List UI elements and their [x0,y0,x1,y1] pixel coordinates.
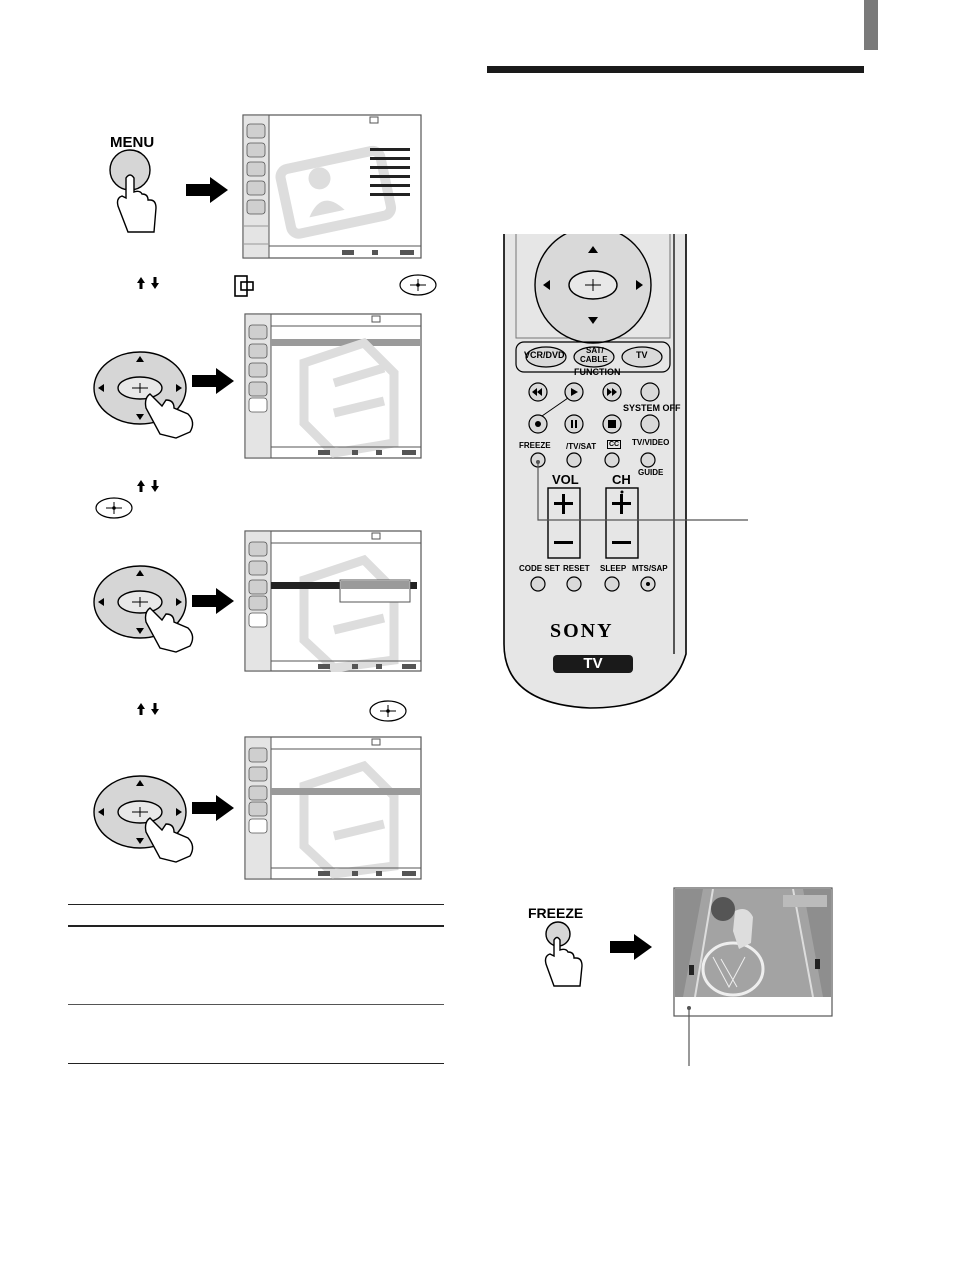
section-tab-marker [864,0,878,50]
tv-menu-screen-setup [244,313,422,459]
enter-icon [369,700,407,722]
arrow-right-icon [610,934,652,960]
tv-video-label: TV/VIDEO [632,438,670,447]
sleep-label: SLEEP [600,564,627,573]
section-heading-rule [487,66,864,73]
joystick-press-illustration [93,565,194,653]
code-set-label: CODE SET [519,564,560,573]
function-label: FUNCTION [574,367,621,377]
tv-menu-screen-freeze-option [244,530,422,672]
up-down-arrows-icon [137,480,159,492]
sat-cable-label-line1: SAT/ [586,346,604,355]
freeze-button-label: FREEZE [528,905,584,921]
tv-badge: TV [553,655,633,673]
vol-label: VOL [552,472,579,487]
arrow-right-icon [192,795,234,821]
menu-press-illustration [109,149,157,233]
mts-sap-label: MTS/SAP [632,564,668,573]
up-down-arrows-icon [137,703,159,715]
joystick-press-illustration [93,775,194,863]
table-top-rule [68,904,444,905]
up-down-arrows-icon [137,277,159,289]
remote-vol-ch-rockers [547,487,639,559]
arrow-right-icon [186,177,228,203]
guide-label: GUIDE [638,468,664,477]
remote-source-buttons [515,341,671,373]
tv-menu-screen-picture [242,114,422,259]
system-off-label: SYSTEM OFF [623,403,681,413]
arrow-right-icon [192,368,234,394]
sat-cable-label-line2: CABLE [580,355,608,364]
menu-button-label: MENU [110,134,155,151]
vcr-dvd-button-label: VCR/DVD [524,350,565,360]
tv-source-button-label: TV [636,350,648,360]
table-header-rule [68,925,444,927]
freeze-press-illustration [544,921,583,987]
frozen-picture-screen [673,887,833,1017]
freeze-callout-line [536,460,748,521]
remote-transport-buttons [528,382,660,434]
enter-icon [399,274,437,296]
ch-label: CH [612,472,631,487]
table-bottom-rule [68,1063,444,1064]
sony-logo: SONY [550,620,614,642]
arrow-right-icon [192,588,234,614]
remote-bottom-buttons [530,576,656,592]
reset-label: RESET [563,564,590,573]
setup-icon [234,275,254,297]
tv-sat-label: /TV/SAT [566,442,597,451]
joystick-press-illustration [93,351,194,439]
picture-callout-line [687,1006,691,1066]
table-row-divider [68,1004,444,1005]
enter-icon [95,497,133,519]
tv-menu-screen-setup-selected [244,736,422,880]
freeze-remote-label: FREEZE [519,441,551,450]
cc-label: CC [607,440,622,449]
